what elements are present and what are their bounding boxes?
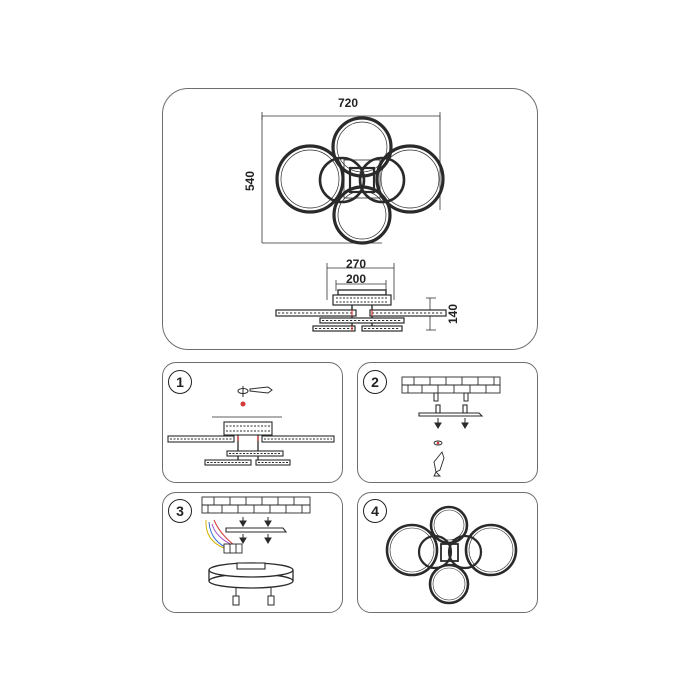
ring-left xyxy=(275,144,345,214)
ring-bottom xyxy=(428,563,470,605)
step-1-badge: 1 xyxy=(168,370,192,394)
ring-top xyxy=(429,505,469,545)
canopy-pattern xyxy=(336,297,388,303)
dimension-width-label: 720 xyxy=(338,96,359,110)
screwdriver-icon xyxy=(237,386,273,407)
step-2-panel xyxy=(357,362,538,483)
lamp-base xyxy=(208,562,294,606)
step-4-illustration xyxy=(385,505,518,605)
center-hub xyxy=(348,166,376,194)
center-hub xyxy=(440,543,459,562)
mounting-plate xyxy=(418,404,484,417)
ring-right xyxy=(375,144,445,214)
step-3-badge: 3 xyxy=(168,499,192,523)
step-2-illustration xyxy=(401,376,501,477)
step-4-badge: 4 xyxy=(363,499,387,523)
step-3-illustration xyxy=(201,496,311,606)
canopy xyxy=(332,294,392,306)
ceiling-brick xyxy=(401,376,501,394)
ring-left xyxy=(385,523,439,577)
step-1-illustration xyxy=(167,386,335,466)
step-2-badge: 2 xyxy=(363,370,387,394)
ring-inner-left xyxy=(318,156,366,204)
ring-top xyxy=(331,116,393,178)
ceiling-brick xyxy=(201,496,311,514)
terminal-block-icon xyxy=(223,543,243,554)
ring-right xyxy=(464,523,518,577)
dimension-canopy-width-label: 270 xyxy=(346,257,367,271)
lamp-top-view xyxy=(275,116,445,245)
ring-inner-right xyxy=(358,156,406,204)
dimensions-panel xyxy=(162,88,538,350)
screw-icon xyxy=(433,440,445,477)
dimension-mount-width-label: 200 xyxy=(346,272,367,286)
